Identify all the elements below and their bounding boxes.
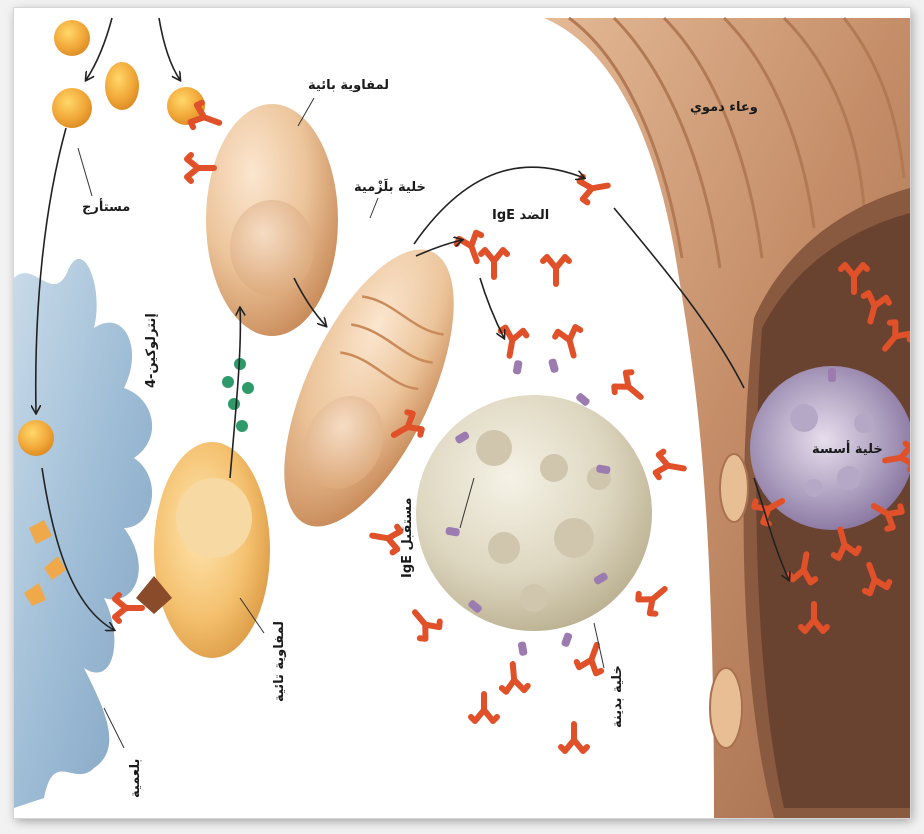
- label-allergen: مستأرج: [82, 200, 130, 215]
- phagocyte: [14, 259, 152, 808]
- label-ige-antibody: الضد IgE: [492, 208, 549, 223]
- allergy-diagram-svg: [14, 8, 910, 818]
- label-blood-vessel: وعاء دموي: [690, 100, 758, 115]
- label-phagocyte: بلعمية: [128, 759, 143, 798]
- label-b-lymphocyte: لمفاوية بائية: [308, 78, 389, 93]
- label-plasma-cell: خلية بلَزْمية: [354, 180, 426, 195]
- allergen-particles: [52, 20, 205, 128]
- engulfed-allergen: [18, 420, 54, 456]
- interleukin-4-molecules: [222, 358, 254, 432]
- label-basophil: خلية بدينة: [610, 665, 625, 728]
- label-mast-cell: خلية أسسة: [812, 442, 883, 457]
- diagram-frame: مستأرج لمفاوية بائية خلية بلَزْمية الضد …: [14, 8, 910, 818]
- label-interleukin-4: إنترلوكين-4: [144, 313, 159, 388]
- label-t-lymphocyte: لمفاوية تائية: [272, 621, 287, 702]
- label-ige-receptor: مستقبل IgE: [400, 498, 415, 578]
- b-lymphocyte: [187, 101, 338, 336]
